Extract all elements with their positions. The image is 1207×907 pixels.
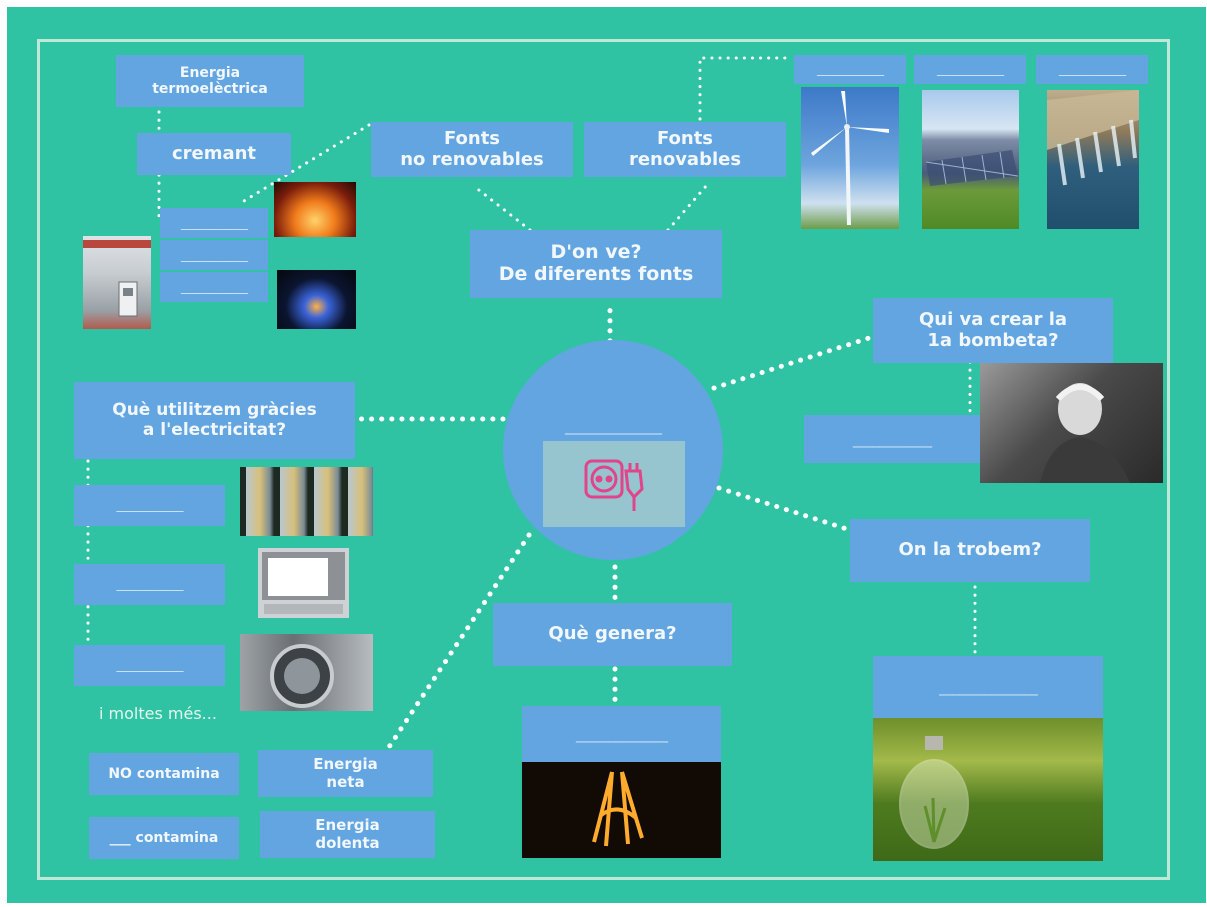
monitor-icon — [262, 552, 345, 614]
connector-hub-to-pollution — [386, 532, 532, 750]
dam-icon — [1047, 90, 1139, 186]
plug-socket-icon — [584, 459, 644, 511]
pollutes-label: ___ contamina — [89, 817, 239, 859]
generates-blank[interactable]: ______________ — [522, 706, 721, 762]
canvas-frame — [37, 39, 1170, 880]
find-blank[interactable]: _______________ — [873, 656, 1103, 718]
renewable-blank-2[interactable]: ____________ — [914, 55, 1026, 84]
connector-lines — [86, 56, 977, 750]
central-blank[interactable]: ________________ — [565, 419, 662, 435]
no-pollutes-label: NO contamina — [89, 753, 239, 795]
find-question: On la trobem? — [850, 519, 1090, 582]
fuel-pump-icon — [83, 240, 151, 317]
and-many-more-text: i moltes més... — [99, 704, 217, 723]
inventor-question: Qui va crear la 1a bombeta? — [873, 298, 1113, 363]
mind-map-canvas: ________________ D'on ve? De diferents f… — [7, 7, 1206, 903]
connector-nonrenewable-to-fuels — [237, 123, 371, 206]
lightbulb-plant-icon — [899, 736, 969, 849]
connector-hub-to-find — [716, 485, 853, 533]
uses-question: Què utilitzem gràcies a l'electricitat? — [74, 382, 355, 459]
gas-station-photo — [83, 236, 151, 329]
renewable-blank-3[interactable]: ____________ — [1036, 55, 1148, 84]
gas-flame-photo — [277, 270, 356, 329]
plug-socket-image — [543, 441, 685, 527]
clean-energy-label: Energia neta — [258, 750, 433, 797]
person-portrait-icon — [1040, 383, 1130, 483]
nonrenewable-blank-2[interactable]: ____________ — [160, 240, 268, 270]
washing-machine-photo — [240, 634, 373, 711]
solar-panel-icon — [925, 150, 1019, 186]
nonrenewable-blank-3[interactable]: ____________ — [160, 272, 268, 302]
nonrenewable-blank-1[interactable]: ____________ — [160, 208, 268, 238]
computer-monitor-photo — [258, 548, 349, 618]
wind-turbine-icon — [811, 91, 889, 225]
connector-hub-to-inventor — [711, 335, 872, 391]
solar-panel-photo — [922, 90, 1019, 229]
washing-machine-icon — [270, 644, 334, 708]
connector-sources-to-renewable — [666, 183, 709, 232]
lightbulb-plant-photo — [873, 718, 1103, 861]
connector-renewable-to-photos — [698, 56, 792, 121]
glowing-filament-photo — [522, 762, 721, 858]
bad-energy-label: Energia dolenta — [260, 811, 435, 858]
uses-blank-1[interactable]: ____________ — [74, 485, 225, 526]
wind-turbine-photo — [801, 87, 899, 229]
renewable-blank-1[interactable]: ____________ — [794, 55, 906, 84]
edison-portrait-photo — [980, 363, 1163, 483]
fridge-aisle-photo — [240, 467, 373, 536]
uses-blank-2[interactable]: ____________ — [74, 564, 225, 605]
inventor-blank[interactable]: ____________ — [804, 415, 980, 463]
renewable-sources-label: Fonts renovables — [584, 122, 786, 177]
thermal-energy-label: Energia termoelèctrica — [116, 55, 304, 107]
uses-blank-3[interactable]: ____________ — [74, 645, 225, 686]
burning-label: cremant — [137, 133, 291, 175]
filament-icon — [592, 771, 644, 847]
nonrenewable-sources-label: Fonts no renovables — [371, 122, 573, 177]
fire-photo — [274, 182, 356, 237]
sources-title: D'on ve? De diferents fonts — [470, 230, 722, 298]
hydro-dam-photo — [1047, 90, 1139, 229]
connector-sources-to-nonrenewable — [473, 185, 532, 232]
generates-question: Què genera? — [493, 603, 732, 666]
